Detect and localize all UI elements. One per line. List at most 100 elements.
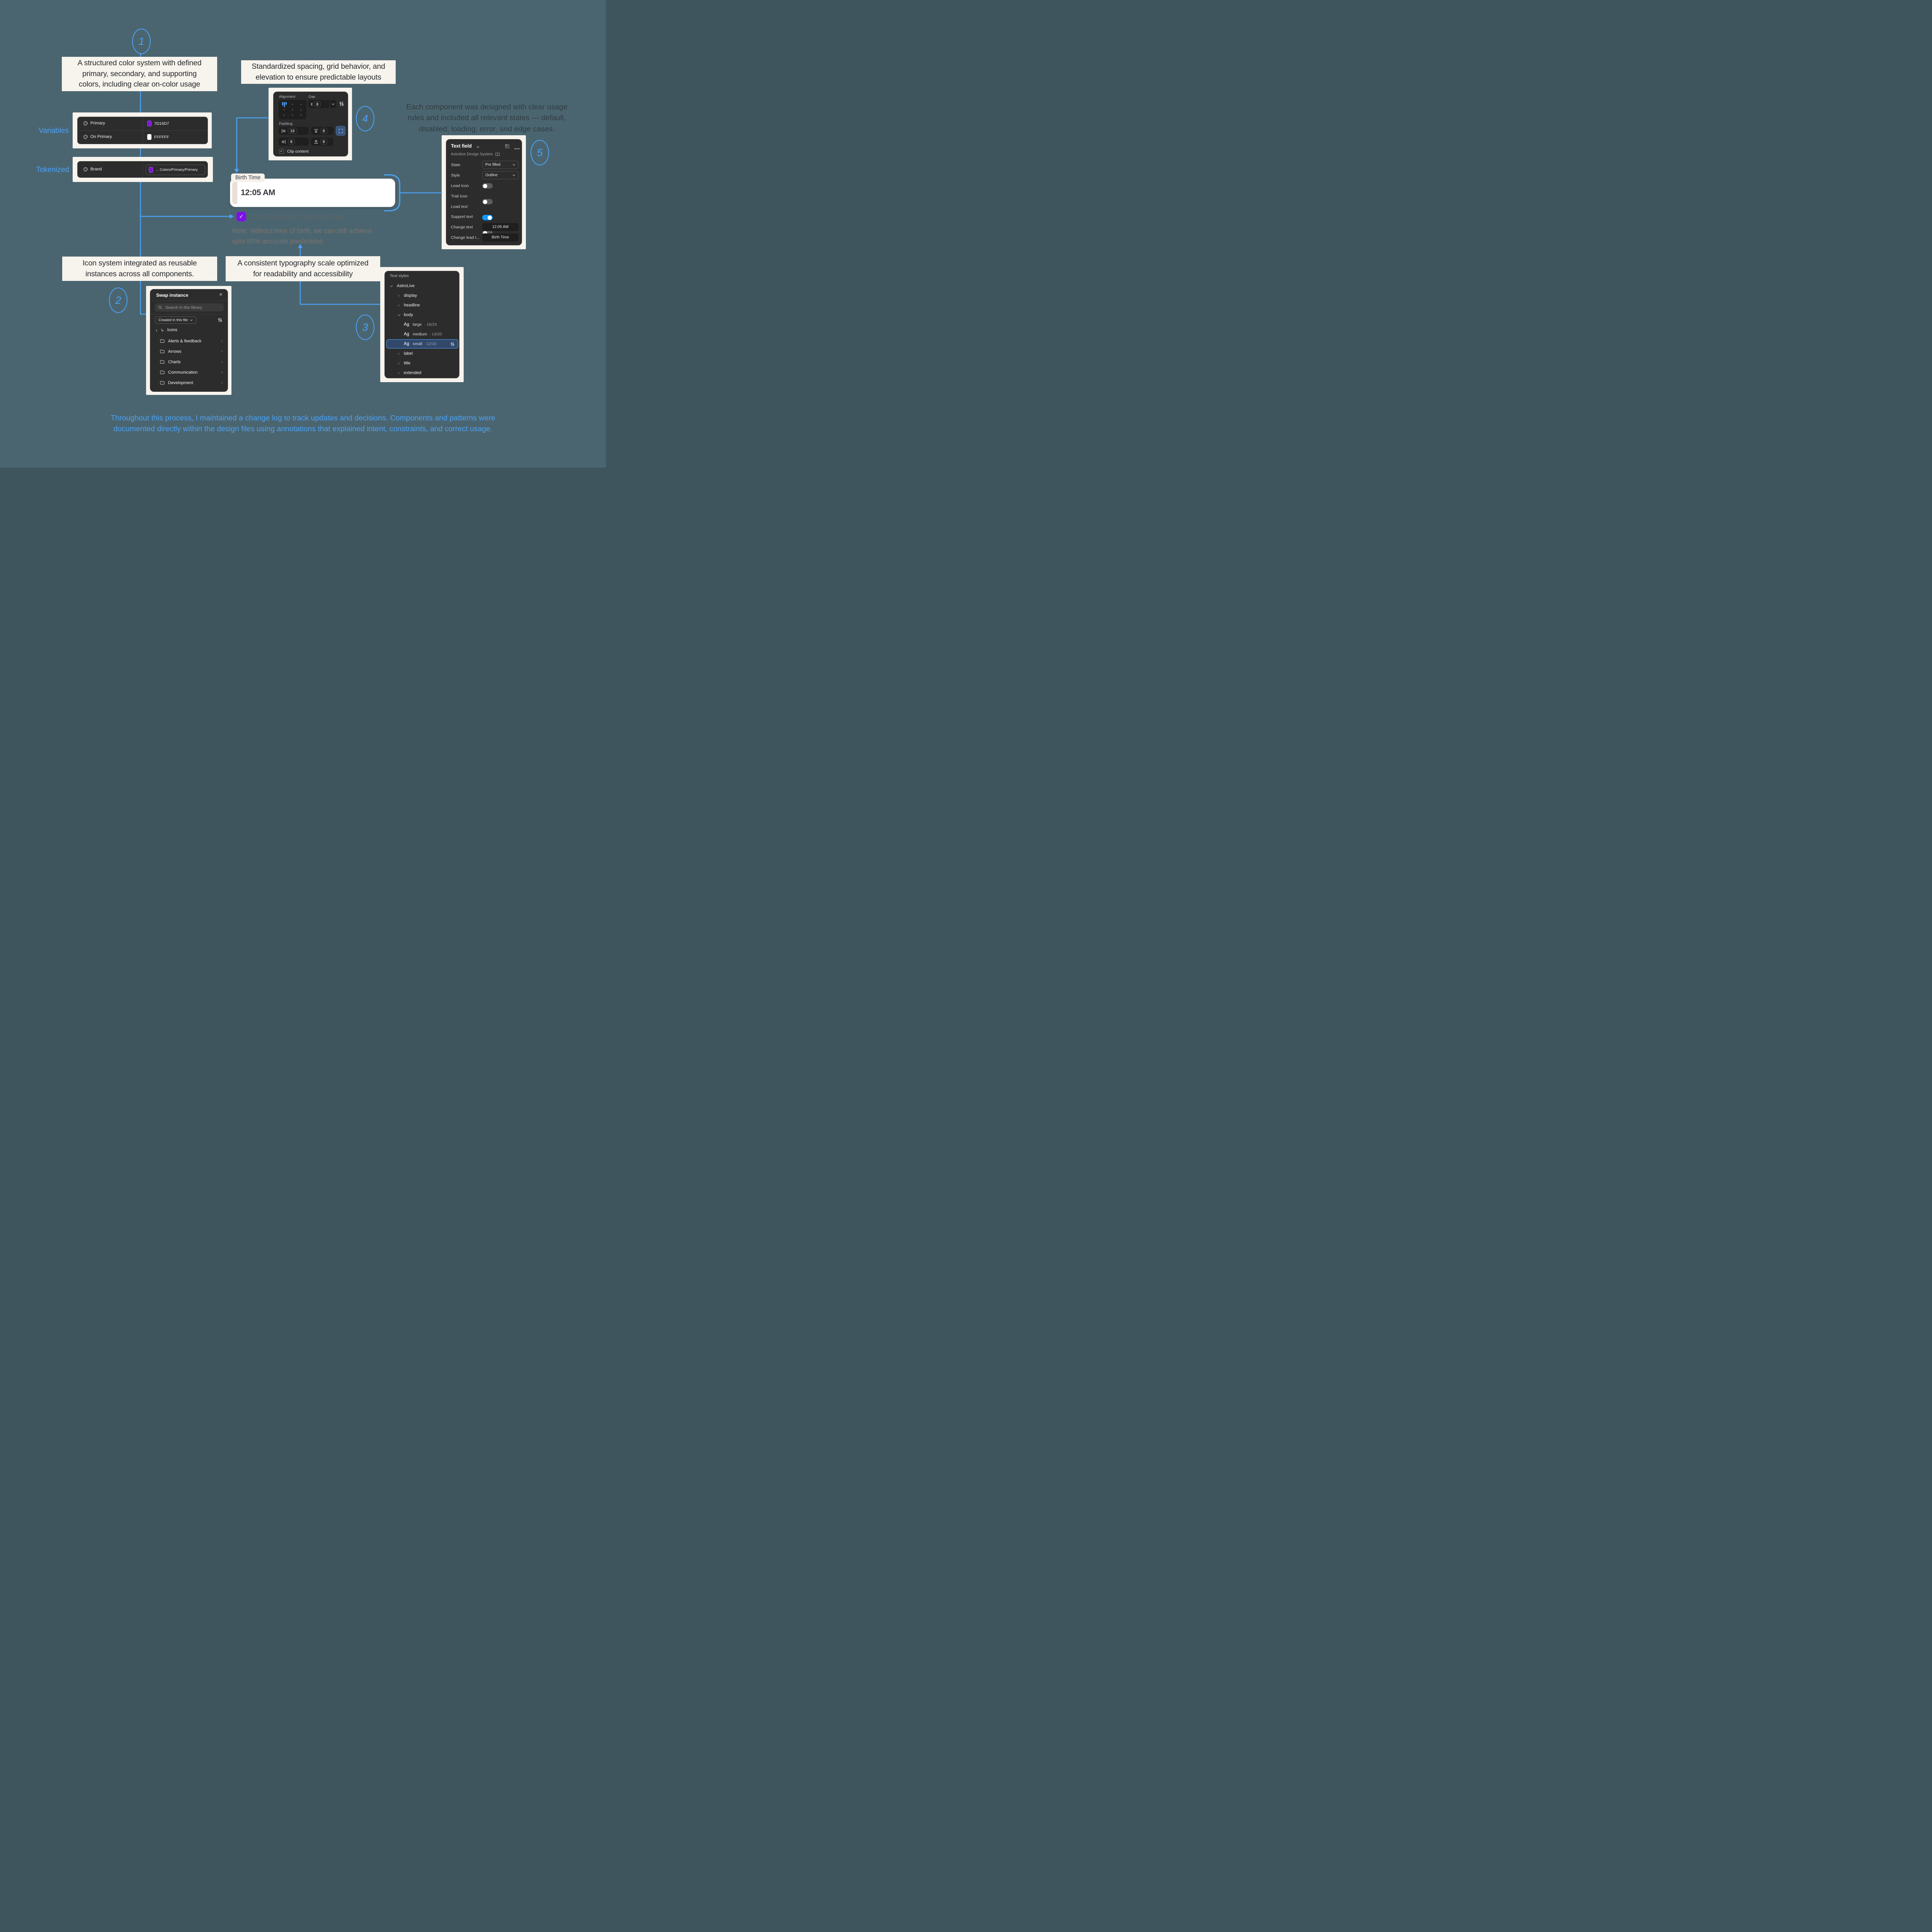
style-dropdown[interactable]: Outline (482, 171, 519, 179)
folder-row-editor[interactable]: Editor › (150, 388, 228, 392)
state-label: State (451, 163, 461, 167)
alignment-grid[interactable] (279, 100, 306, 119)
breadcrumb[interactable]: ‹ ↳ Icons (156, 327, 177, 333)
padding-label: Padding (279, 122, 293, 126)
birth-time-input[interactable]: 12:05 AM (230, 179, 395, 207)
style-sample: Ag (404, 342, 410, 346)
component-grid-icon[interactable] (505, 144, 510, 151)
paragraph-line: Throughout this process, I maintained a … (111, 414, 495, 422)
padding-right-input[interactable]: 8 (279, 138, 309, 146)
search-icon (158, 305, 162, 310)
check-icon: ✓ (239, 213, 244, 219)
padding-top-value[interactable]: 8 (320, 128, 327, 134)
padding-bottom-input[interactable]: 8 (311, 138, 333, 146)
independent-padding-button[interactable] (336, 126, 345, 136)
gap-icon: )|( (311, 102, 313, 106)
paragraph-component-states: Each component was designed with clear u… (394, 102, 580, 134)
gap-input[interactable]: )|( 8 (308, 100, 336, 108)
token-chip[interactable]: ... Colors/Primary/Primary (146, 165, 205, 175)
tree-item-label[interactable]: › label (385, 349, 459, 358)
variable-name: On Primary (90, 134, 112, 139)
padding-left-input[interactable]: 16 (279, 127, 309, 135)
style-row-medium[interactable]: Ag medium · 14/20 (385, 330, 459, 338)
state-value: Pre filled (485, 163, 500, 167)
color-swatch[interactable] (147, 121, 151, 126)
tree-item-astrolive[interactable]: AstroLive (385, 282, 459, 290)
chevron-right-icon: › (221, 359, 223, 364)
style-name: small (413, 342, 422, 346)
padding-top-input[interactable]: 8 (311, 127, 333, 135)
alignment-label: Alignment (279, 95, 296, 99)
folder-row-charts[interactable]: Charts › (150, 357, 228, 367)
label-variables: Variables (39, 127, 69, 135)
sliders-icon[interactable] (339, 101, 344, 109)
back-icon[interactable]: ‹ (156, 327, 158, 333)
tree-label: headline (404, 303, 420, 308)
folder-row-development[interactable]: Development › (150, 378, 228, 388)
style-name: large (413, 322, 422, 327)
step-number: 1 (138, 35, 145, 47)
padding-left-value[interactable]: 16 (288, 128, 297, 134)
clip-content-checkbox[interactable]: ✓ (279, 149, 284, 154)
toggle-knob (483, 231, 487, 235)
gap-value[interactable]: 8 (314, 101, 321, 107)
search-field[interactable] (155, 303, 224, 311)
sliders-icon[interactable] (450, 342, 455, 347)
color-swatch[interactable] (147, 134, 151, 140)
birth-time-note: Note: Without time of birth, we can stil… (232, 226, 398, 247)
folder-name: Development (168, 380, 193, 385)
padding-bottom-value[interactable]: 8 (320, 139, 327, 145)
chevron-right-icon: › (221, 338, 223, 344)
tree-item-title[interactable]: › title (385, 359, 459, 367)
chevron-down-icon (332, 103, 335, 105)
style-value: Outline (485, 173, 498, 177)
sliders-icon[interactable] (218, 317, 223, 325)
chevron-right-icon: › (221, 349, 223, 354)
folder-row-communication[interactable]: Communication › (150, 367, 228, 378)
token-row[interactable]: Brand ... Colors/Primary/Primary (78, 162, 207, 178)
library-filter-dropdown[interactable]: Created in this file (155, 316, 197, 324)
note-line: for readability and accessibility (253, 269, 353, 278)
padding-right-value[interactable]: 8 (288, 139, 295, 145)
birth-time-label: Birth Time (231, 173, 265, 182)
close-icon[interactable]: ✕ (219, 293, 223, 297)
folder-row-arrows[interactable]: Arrows › (150, 346, 228, 357)
change-text-label: Change text (451, 225, 473, 230)
tree-item-body[interactable]: body (385, 311, 459, 319)
chevron-right-icon: › (398, 370, 400, 376)
birth-time-checkbox[interactable]: ✓ (236, 212, 246, 221)
note-spacing: Standardized spacing, grid behavior, and… (241, 60, 396, 84)
lead-strip (232, 182, 237, 204)
tree-label: extended (404, 371, 422, 375)
chevron-down-icon (190, 319, 193, 321)
variable-row[interactable]: Primary 7D16D7 (78, 117, 207, 131)
more-menu-icon[interactable] (514, 145, 520, 151)
gap-dropdown[interactable] (330, 100, 336, 108)
label-tokenized: Tokenized (36, 166, 69, 174)
note-line: colors, including clear on-color usage (78, 80, 201, 89)
color-swatch (149, 167, 153, 173)
chevron-down-icon[interactable] (476, 146, 480, 148)
tree-item-display[interactable]: › display (385, 291, 459, 300)
text-field-panel: Text field Astrolive Design System State… (446, 139, 522, 245)
variable-row[interactable]: On Primary FFFFFF (78, 131, 207, 144)
change-lead-text-input[interactable]: Birth Time (482, 233, 519, 242)
state-dropdown[interactable]: Pre filled (482, 161, 519, 169)
paragraph-line: rules and included all relevant states —… (408, 114, 566, 122)
style-row-small-selected[interactable]: Ag small · 12/16 (386, 339, 458, 349)
folder-row-alerts[interactable]: Alerts & feedback › (150, 336, 228, 346)
style-sample: Ag (404, 332, 410, 337)
note-line: instances across all components. (85, 269, 194, 278)
lead-icon-toggle[interactable] (482, 183, 493, 189)
lead-text-toggle[interactable] (482, 215, 493, 220)
style-row-large[interactable]: Ag large · 16/24 (385, 320, 459, 329)
search-input[interactable] (165, 304, 219, 310)
chevron-right-icon: › (398, 293, 400, 298)
chevron-right-icon: › (221, 370, 223, 375)
tree-item-extended[interactable]: › extended (385, 369, 459, 377)
padding-top-icon (314, 129, 318, 133)
trail-icon-toggle[interactable] (482, 199, 493, 204)
change-text-input[interactable]: 12:05 AM (482, 223, 519, 231)
tree-item-headline[interactable]: › headline (385, 301, 459, 310)
tree-label: AstroLive (397, 284, 415, 288)
